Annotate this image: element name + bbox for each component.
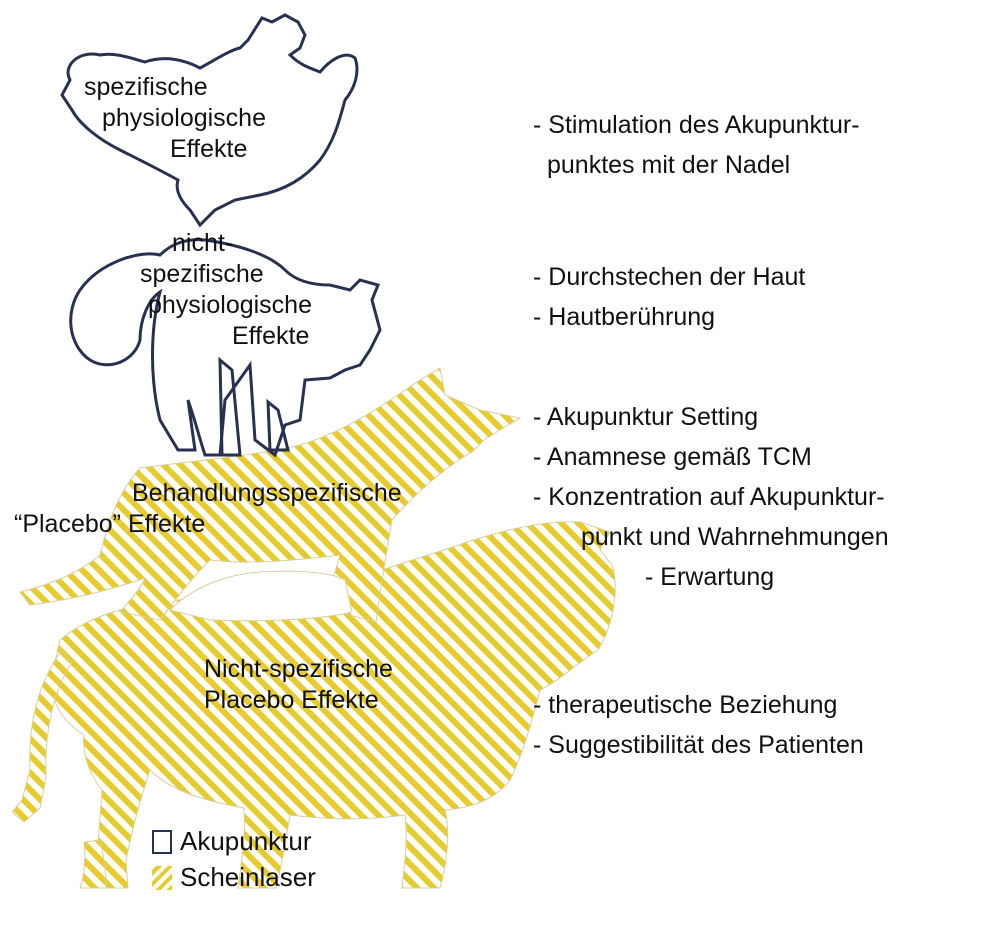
rooster-description: - Stimulation des Akupunktur- punktes mi… <box>533 105 860 185</box>
outline-swatch-icon <box>152 830 172 854</box>
description-line: - Anamnese gemäß TCM <box>533 437 889 477</box>
legend-item-akupunktur: Akupunktur <box>152 826 312 857</box>
dog-label: Behandlungsspezifische “Placebo” Effekte <box>120 478 402 540</box>
donkey-label-line: Nicht-spezifische <box>204 654 393 685</box>
cat-label-line: physiologische <box>140 290 312 321</box>
description-line: - therapeutische Beziehung <box>533 685 864 725</box>
donkey-label-line: Placebo Effekte <box>204 685 393 716</box>
cat-description: - Durchstechen der Haut - Hautberührung <box>533 257 805 337</box>
donkey-leg-piece <box>80 840 106 888</box>
legend-label: Scheinlaser <box>180 862 316 893</box>
dog-description: - Akupunktur Setting - Anamnese gemäß TC… <box>533 397 889 597</box>
rooster-label-line: Effekte <box>62 134 262 165</box>
donkey-label: Nicht-spezifische Placebo Effekte <box>204 654 393 716</box>
description-line: - Erwartung <box>533 557 889 597</box>
rooster-label-line: spezifische <box>62 72 262 103</box>
cat-label-line: nicht- <box>140 228 312 259</box>
dog-belly-gap <box>170 571 352 620</box>
description-line: - Suggestibilität des Patienten <box>533 725 864 765</box>
hatched-swatch-icon <box>152 866 172 890</box>
dog-label-line: “Placebo” Effekte <box>14 509 402 540</box>
description-line: - Durchstechen der Haut <box>533 257 805 297</box>
cat-label: nicht- spezifische physiologische Effekt… <box>140 228 312 352</box>
description-line: - Stimulation des Akupunktur- <box>533 105 860 145</box>
cat-label-line: spezifische <box>140 259 312 290</box>
rooster-label: spezifische physiologische Effekte <box>62 72 262 165</box>
description-line: - Akupunktur Setting <box>533 397 889 437</box>
legend-label: Akupunktur <box>180 826 312 857</box>
description-line: - Hautberührung <box>533 297 805 337</box>
legend-item-scheinlaser: Scheinlaser <box>152 862 316 893</box>
description-line: - Konzentration auf Akupunktur- <box>533 477 889 517</box>
description-line: punktes mit der Nadel <box>533 145 860 185</box>
donkey-tail <box>12 650 72 822</box>
description-line: punkt und Wahrnehmungen <box>533 517 889 557</box>
donkey-description: - therapeutische Beziehung - Suggestibil… <box>533 685 864 765</box>
rooster-label-line: physiologische <box>62 103 262 134</box>
cat-label-line: Effekte <box>140 321 312 352</box>
dog-label-line: Behandlungsspezifische <box>120 478 402 509</box>
